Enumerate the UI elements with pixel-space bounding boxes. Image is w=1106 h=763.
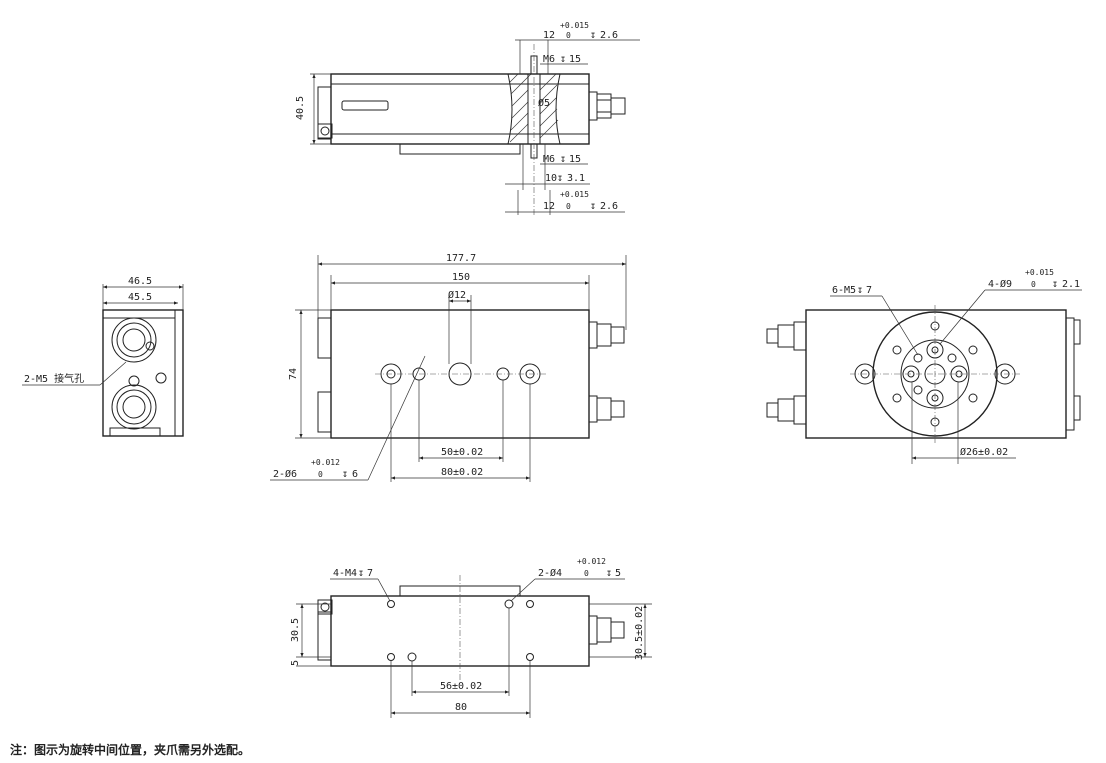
front-pin-callout: 2-Ø6 [273,468,297,480]
bottom-m4-depth: 7 [367,568,373,579]
front-pitch-80: 80±0.02 [441,467,483,478]
front-length-body: 150 [452,272,470,283]
top-bore: Ø5 [538,97,550,109]
bottom-m4-depth-symbol: ↧ [358,568,364,579]
side-hole-callout: 4-Ø9 [988,278,1012,290]
side-hole-depth: 2.1 [1062,279,1080,290]
side-view: 6-M5 ↧ 7 4-Ø9 +0.015 0 ↧ 2.1 Ø26±0.02 [766,268,1082,464]
side-hole-tol-upper: +0.015 [1025,268,1054,277]
top-depth-symbol-4: ↧ [557,173,563,184]
top-tol-lower-2: 0 [566,202,571,211]
bottom-height-right: 30.5±0.02 [634,606,645,660]
front-pin-tol-upper: +0.012 [311,458,340,467]
bottom-pitch-80: 80 [455,702,467,713]
top-ten: 10 [545,173,557,184]
top-ten-depth: 3.1 [567,173,585,184]
front-pin-depth-symbol: ↧ [342,469,348,480]
top-tol-lower: 0 [566,31,571,40]
top-view: 40.5 +0.015 12 0 ↧ 2.6 M6 ↧ 15 Ø5 M6 ↧ 1… [295,21,640,215]
top-m6-lower-depth: 15 [569,154,581,165]
side-pcd: Ø26±0.02 [960,446,1008,458]
side-thread-depth: 7 [866,285,872,296]
top-tol-upper: +0.015 [560,21,589,30]
bottom-pin-depth-symbol: ↧ [606,568,612,579]
front-length-total: 177.7 [446,253,476,264]
end-port-label: 2-M5 接气孔 [24,372,84,385]
end-width-outer: 46.5 [128,276,152,287]
drawing-note: 注：图示为旋转中间位置，夹爪需另外选配。 [10,743,251,757]
bottom-pin-depth: 5 [615,568,621,579]
top-m6-upper: M6 [543,54,555,65]
end-view: 46.5 45.5 2-M5 接气孔 [22,276,184,437]
bottom-pin-tol-upper: +0.012 [577,557,606,566]
top-depth26: 2.6 [600,30,618,41]
end-width-inner: 45.5 [128,292,152,303]
bottom-view: 4-M4 ↧ 7 2-Ø4 +0.012 0 ↧ 5 30.5 5 30.5±0… [290,557,652,718]
top-m6-lower: M6 [543,154,555,165]
top-depth-symbol-5: ↧ [590,201,596,212]
top-depth-symbol-3: ↧ [560,154,566,165]
top-depth-symbol-2: ↧ [560,54,566,65]
front-center-bore: Ø12 [448,289,466,301]
front-pin-tol-lower: 0 [318,470,323,479]
top-depth26-2: 2.6 [600,201,618,212]
top-m6-upper-depth: 15 [569,54,581,65]
top-width12-2: 12 [543,201,555,212]
front-pin-depth: 6 [352,469,358,480]
top-width12: 12 [543,30,555,41]
side-hole-tol-lower: 0 [1031,280,1036,289]
bottom-height-left: 30.5 [290,618,301,642]
bottom-pin-callout: 2-Ø4 [538,567,562,579]
front-view: 177.7 150 Ø12 74 50±0.02 80±0.02 2-Ø6 +0… [270,253,627,482]
bottom-pin-tol-lower: 0 [584,569,589,578]
top-tol-upper-2: +0.015 [560,190,589,199]
side-thread-depth-symbol: ↧ [857,285,863,296]
top-depth-symbol: ↧ [590,30,596,41]
front-height: 74 [288,368,299,380]
bottom-offset-left: 5 [290,660,301,666]
side-thread-callout: 6-M5 [832,285,856,296]
front-pitch-50: 50±0.02 [441,447,483,458]
bottom-m4-callout: 4-M4 [333,568,357,579]
top-height-dim: 40.5 [295,96,306,120]
bottom-pitch-56: 56±0.02 [440,681,482,692]
side-hole-depth-symbol: ↧ [1052,279,1058,290]
